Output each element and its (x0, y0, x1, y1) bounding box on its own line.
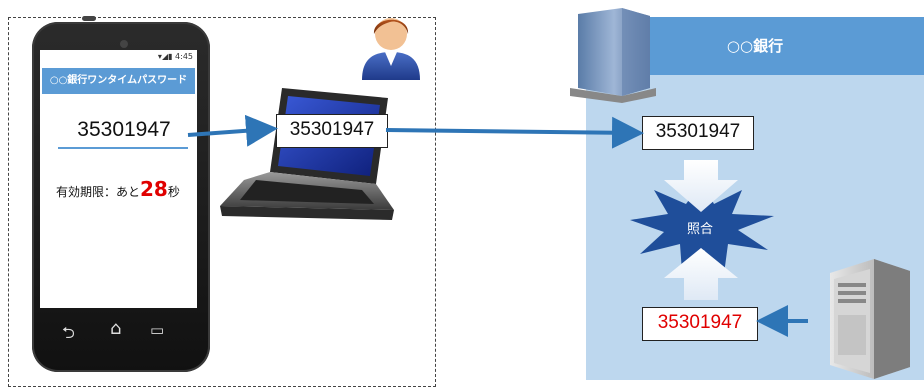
otp-code: 35301947 (77, 118, 171, 141)
match-label: 照合 (686, 222, 713, 237)
arrow-up-to-match (664, 248, 738, 300)
phone-camera (120, 40, 128, 48)
phone-speaker (82, 16, 96, 21)
app-title: ○○銀行ワンタイムパスワード (42, 68, 195, 94)
laptop-code-box: 35301947 (276, 114, 388, 148)
recent-apps-icon[interactable]: ▭ (150, 321, 165, 339)
arrow-laptop-to-bank (385, 116, 644, 149)
person-icon (356, 8, 426, 80)
phone-status-bar: ▾◢▮ 4:45 (40, 50, 197, 64)
home-icon[interactable]: ⌂ (110, 318, 122, 339)
expiry-suffix: 秒 (167, 185, 180, 199)
burst-icon (628, 180, 776, 276)
arrow-phone-to-laptop (187, 114, 278, 147)
expiry-text: 有効期限：あと28秒 (56, 177, 196, 201)
server-code-box: 35301947 (642, 307, 758, 341)
expiry-prefix: 有効期限：あと (56, 185, 141, 199)
server-icon (816, 255, 914, 380)
otp-underline (58, 147, 188, 149)
expiry-seconds: 28 (140, 177, 168, 201)
back-icon[interactable]: ⮌ (62, 323, 75, 342)
arrow-down-to-match (664, 160, 738, 212)
building-icon (566, 4, 658, 104)
